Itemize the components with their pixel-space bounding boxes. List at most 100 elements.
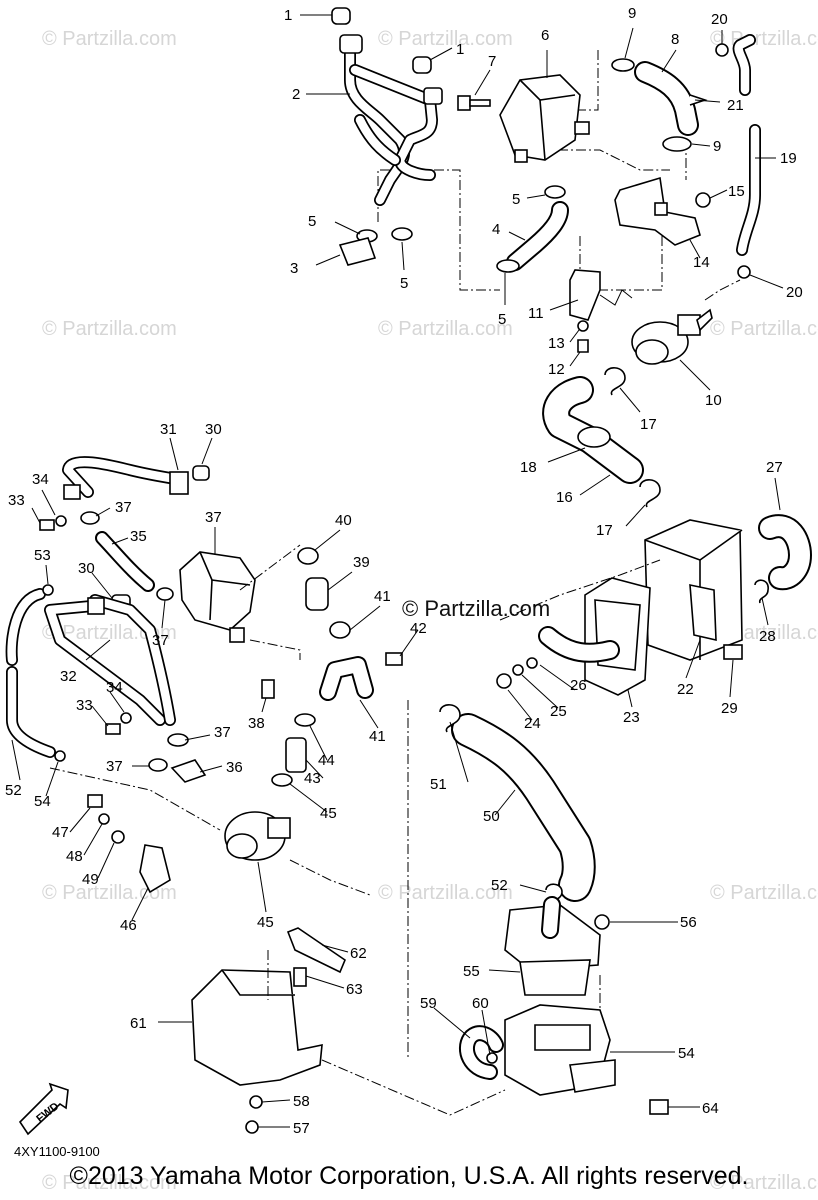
center-watermark: © Partzilla.com xyxy=(402,596,551,621)
hose-clamp xyxy=(167,733,189,747)
hose-fitting xyxy=(63,484,81,500)
hose-clamp xyxy=(148,758,168,772)
assembly-line xyxy=(540,149,670,171)
callout-label: 28 xyxy=(759,628,776,645)
hose-clip xyxy=(439,704,461,733)
hose-clip xyxy=(715,43,729,57)
callout-label: 9 xyxy=(628,5,636,22)
assembly-line xyxy=(249,639,301,660)
hose-clip xyxy=(54,750,66,762)
callout-label: 41 xyxy=(374,588,391,605)
vacuum-hose xyxy=(506,201,569,271)
hose-clip xyxy=(486,1052,498,1064)
bracket xyxy=(286,927,346,974)
washer xyxy=(111,830,125,844)
bolt xyxy=(105,723,121,735)
copyright-footer: ©2013 Yamaha Motor Corporation, U.S.A. A… xyxy=(69,1162,749,1190)
hose-clamp xyxy=(156,587,174,601)
callout-label: 17 xyxy=(640,416,657,433)
callout-label: 17 xyxy=(596,522,613,539)
callout-label: 58 xyxy=(293,1093,310,1110)
callout-label: 56 xyxy=(680,914,697,931)
callout-label: 38 xyxy=(248,715,265,732)
callout-label: 19 xyxy=(780,150,797,167)
hose-clamp xyxy=(297,547,319,565)
callout-label: 26 xyxy=(570,677,587,694)
callout-labels: 1 1 2 3 4 5 5 5 5 6 7 8 9 9 10 11 12 13 … xyxy=(5,5,803,1137)
assembly-line xyxy=(704,279,741,301)
bolt xyxy=(723,644,743,660)
callout-label: 12 xyxy=(548,361,565,378)
callout-label: 61 xyxy=(130,1015,147,1032)
hose-clamp xyxy=(577,426,611,448)
intake-pipe xyxy=(538,626,620,663)
callout-label: 2 xyxy=(292,86,300,103)
callout-label: 64 xyxy=(702,1100,719,1117)
callout-label: 4 xyxy=(492,221,500,238)
hose-clamp xyxy=(271,773,293,787)
callout-label: 21 xyxy=(727,97,744,114)
callout-label: 37 xyxy=(205,509,222,526)
callout-label: 5 xyxy=(512,191,520,208)
bracket xyxy=(689,583,717,642)
long-vacuum-hose xyxy=(5,588,56,758)
hose xyxy=(305,577,329,611)
assembly-line xyxy=(579,230,663,291)
callout-label: 62 xyxy=(350,945,367,962)
watermark: © Partzilla.com xyxy=(710,318,818,340)
leader-lines xyxy=(11,14,784,1128)
washer xyxy=(577,320,589,332)
air-cut-valve xyxy=(631,308,713,365)
vacuum-hose-upper xyxy=(62,456,188,498)
washer xyxy=(526,657,538,669)
callout-label: 52 xyxy=(491,877,508,894)
hose-clip xyxy=(604,367,626,396)
short-hose xyxy=(95,531,155,592)
hose-clamp xyxy=(294,713,316,727)
washer xyxy=(55,515,67,527)
assembly-line xyxy=(289,859,371,896)
callout-label: 59 xyxy=(420,995,437,1012)
hose-piece xyxy=(338,237,377,266)
callout-label: 8 xyxy=(671,31,679,48)
callout-label: 7 xyxy=(488,53,496,70)
callout-label: 5 xyxy=(308,213,316,230)
air-cut-valve-lower xyxy=(224,811,291,861)
callout-label: 30 xyxy=(78,560,95,577)
callout-label: 30 xyxy=(205,421,222,438)
watermark: © Partzilla.com xyxy=(42,318,177,340)
watermark: © Partzilla.com xyxy=(710,1172,818,1194)
bolt xyxy=(385,652,403,666)
callout-label: 10 xyxy=(705,392,722,409)
elbow-pipe xyxy=(319,656,374,701)
callout-label: 46 xyxy=(120,917,137,934)
callout-label: 37 xyxy=(214,724,231,741)
hose-clip xyxy=(639,479,661,508)
bolt xyxy=(87,794,103,808)
air-induction-reed-valve-lower xyxy=(179,551,256,643)
watermark: © Partzilla.com xyxy=(710,882,818,904)
watermark: © Partzilla.com xyxy=(378,882,513,904)
washer xyxy=(98,813,110,825)
hose-clamp xyxy=(329,621,351,639)
callout-label: 60 xyxy=(472,995,489,1012)
callout-label: 35 xyxy=(130,528,147,545)
callout-label: 44 xyxy=(318,752,335,769)
bolt xyxy=(577,339,589,353)
callout-label: 32 xyxy=(60,668,77,685)
callout-label: 31 xyxy=(160,421,177,438)
callout-label: 24 xyxy=(524,715,541,732)
assembly-line xyxy=(321,1059,506,1116)
screw xyxy=(594,914,610,930)
cover-plate xyxy=(569,269,601,321)
air-filter-case-lower xyxy=(504,1004,616,1096)
callout-label: 6 xyxy=(541,27,549,44)
hose-fitting xyxy=(169,471,189,495)
washer xyxy=(512,664,524,676)
vacuum-hose-pipe-assembly xyxy=(339,34,443,206)
callout-label: 55 xyxy=(463,963,480,980)
hose-clamp xyxy=(662,136,692,152)
callout-label: 37 xyxy=(152,632,169,649)
callout-label: 18 xyxy=(520,459,537,476)
bracket-nut xyxy=(654,202,668,216)
